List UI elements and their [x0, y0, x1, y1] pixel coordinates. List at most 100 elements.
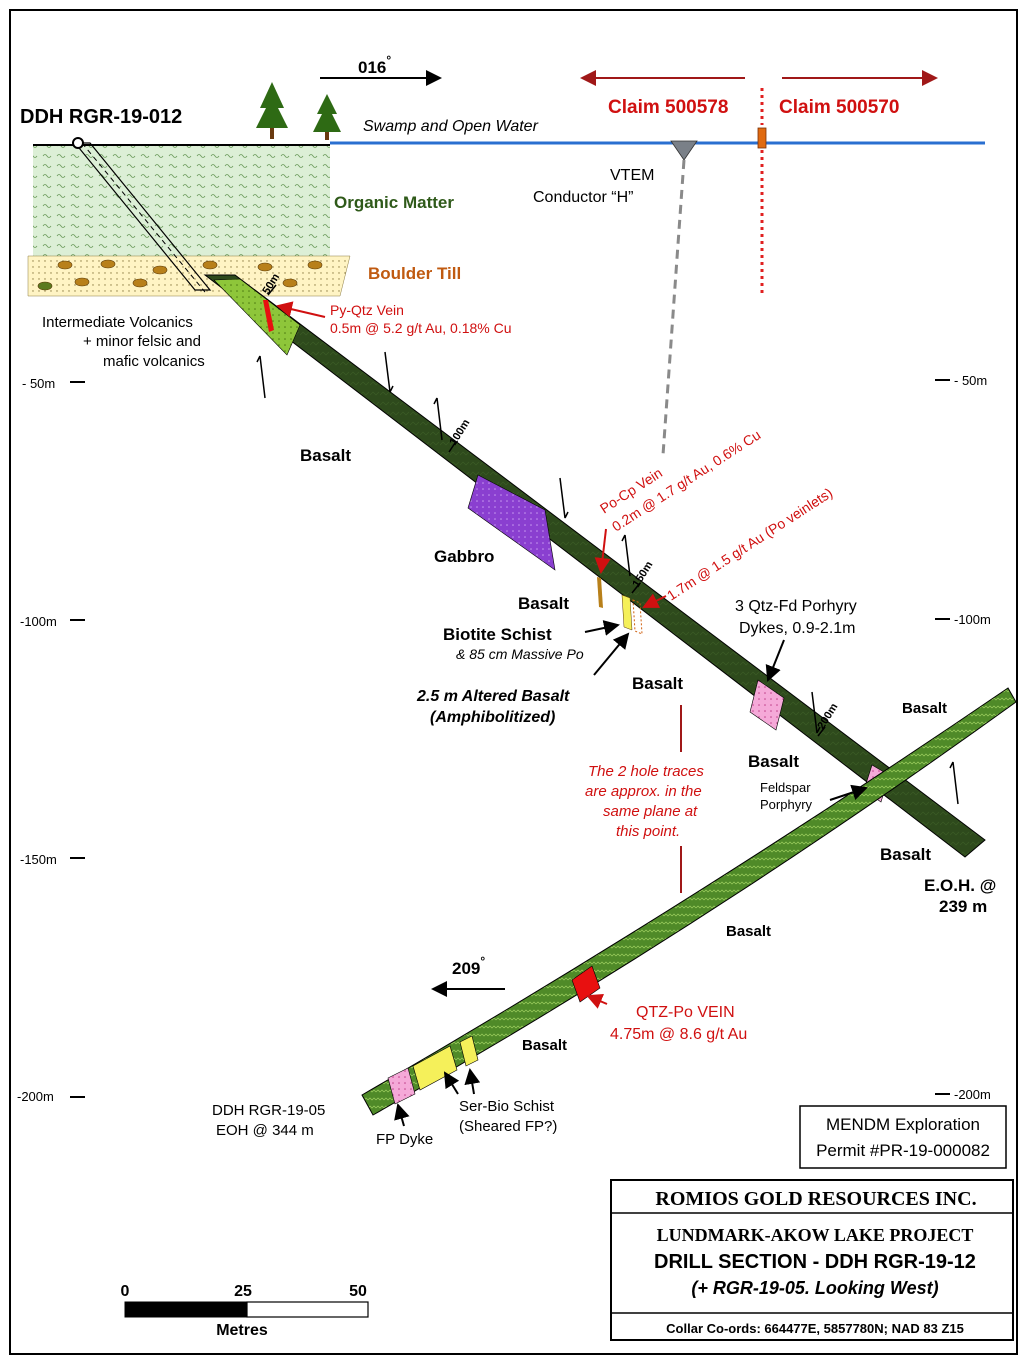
section-subtitle: (+ RGR-19-05. Looking West): [691, 1278, 938, 1298]
ser-bio-schist-segment: [459, 1035, 479, 1067]
ser-bio-schist-segment: [412, 1045, 458, 1091]
hole-name-label: DDH RGR-19-012: [20, 106, 182, 128]
rgr05-name-label: DDH RGR-19-05: [212, 1102, 325, 1119]
altered-callout-arrow: [593, 632, 630, 676]
rgr05-eoh-label: EOH @ 344 m: [216, 1122, 314, 1139]
scale-tick-50: 50: [349, 1283, 367, 1300]
depth-label-left: - 50m: [22, 376, 55, 391]
azimuth-016-label: 016°: [358, 53, 391, 77]
depth-label-right: -200m: [954, 1087, 991, 1102]
qtz-po-vein-label: QTZ-Po VEIN: [636, 1004, 735, 1021]
qtz-po-assay-label: 4.75m @ 8.6 g/t Au: [610, 1026, 747, 1043]
collar-marker: [72, 137, 84, 149]
depth-label-left: -200m: [17, 1089, 54, 1104]
dykes-label: 3 Qtz-Fd Porhyry: [735, 598, 857, 615]
shear-symbols: [256, 351, 959, 805]
organic-matter-label: Organic Matter: [334, 193, 454, 212]
gabbro-label: Gabbro: [434, 547, 494, 566]
intermediate-volcanics-label: Intermediate Volcanics: [42, 314, 193, 331]
vtem-projection-line: [661, 159, 686, 456]
fp-dyke-segment: [387, 1067, 416, 1105]
pocp-callout-arrow: [594, 528, 611, 574]
basalt-label: Basalt: [632, 674, 683, 693]
eoh-label: 239 m: [939, 897, 987, 916]
claim-right-label: Claim 500570: [779, 97, 899, 118]
altered-basalt-label: (Amphibolitized): [430, 709, 555, 726]
permit-box: MENDM Exploration Permit #PR-19-000082: [799, 1105, 1007, 1169]
altered-basalt-segment: [632, 599, 643, 635]
py-qtz-vein-segment: [263, 300, 274, 332]
qtzpo-callout-arrow: [586, 994, 608, 1009]
ser-bio-schist-label: (Sheared FP?): [459, 1118, 557, 1135]
depth-label-left: -100m: [20, 614, 57, 629]
tree-icon: [313, 94, 341, 140]
gabbro-segment: [467, 474, 556, 571]
boulder-till-label: Boulder Till: [368, 264, 461, 283]
tree-icon: [256, 82, 288, 139]
depth-ticks: [70, 379, 950, 1098]
permit-label: MENDM Exploration: [826, 1115, 980, 1134]
company-name: ROMIOS GOLD RESOURCES INC.: [655, 1188, 976, 1210]
intermediate-volcanics-label: mafic volcanics: [103, 353, 205, 370]
vtem-conductor-label: Conductor “H”: [533, 189, 633, 206]
scale-tick-0: 0: [121, 1283, 130, 1300]
title-block: ROMIOS GOLD RESOURCES INC. LUNDMARK-AKOW…: [610, 1179, 1014, 1341]
vtem-conductor-marker: [670, 140, 698, 161]
overburden: [27, 146, 351, 297]
hole-depth-ticks: [267, 284, 826, 737]
scale-unit-label: Metres: [216, 1322, 268, 1339]
pyqtz-callout-arrow: [276, 301, 326, 318]
altered-basalt-label: 2.5 m Altered Basalt: [416, 688, 570, 705]
pyqtz-assay-label: 0.5m @ 5.2 g/t Au, 0.18% Cu: [330, 320, 512, 336]
permit-number: Permit #PR-19-000082: [816, 1141, 990, 1160]
basalt-label: Basalt: [726, 923, 771, 940]
swamp-label: Swamp and Open Water: [363, 118, 539, 135]
claim-post-marker: [757, 127, 767, 149]
feldspar-porphyry-label: Porphyry: [760, 797, 813, 812]
intermediate-volcanics-segment: [213, 278, 301, 356]
po-cp-vein-segment: [597, 577, 603, 608]
fp-dyke-label: FP Dyke: [376, 1131, 433, 1148]
feldspar-callout-arrow: [829, 784, 868, 801]
organic-matter-layer: [33, 146, 330, 256]
basalt-label: Basalt: [518, 594, 569, 613]
project-name: LUNDMARK-AKOW LAKE PROJECT: [657, 1225, 974, 1245]
basalt-label: Basalt: [902, 700, 947, 717]
depth-label-right: -100m: [954, 612, 991, 627]
serbio-callout-arrow: [443, 1071, 460, 1095]
eoh-label: E.O.H. @: [924, 876, 996, 895]
depth-label-right: - 50m: [954, 373, 987, 388]
basalt-label: Basalt: [748, 752, 799, 771]
dykes-label: Dykes, 0.9-2.1m: [739, 620, 855, 637]
porphyry-dyke-segment: [749, 679, 785, 731]
azimuth-209-label: 209°: [452, 954, 485, 978]
pyqtz-vein-label: Py-Qtz Vein: [330, 302, 404, 318]
scale-bar: 0 25 50 Metres: [121, 1283, 369, 1339]
scale-tick-25: 25: [234, 1283, 252, 1300]
intermediate-volcanics-label: + minor felsic and: [83, 333, 201, 350]
fp-dyke-callout-arrow: [394, 1103, 410, 1127]
qtz-po-vein-segment: [571, 965, 601, 1003]
claim-left-label: Claim 500578: [608, 97, 728, 118]
serbio-callout-arrow: [464, 1068, 481, 1095]
biotite-schist-segment: [621, 594, 633, 631]
plane-note-label: The 2 hole traces: [588, 763, 704, 780]
vtem-label: VTEM: [610, 167, 654, 184]
biotite-callout-arrow: [584, 620, 620, 636]
collar-coords: Collar Co-ords: 664477E, 5857780N; NAD 8…: [666, 1321, 964, 1336]
po-veinlets-callout-arrow: [642, 593, 667, 608]
plane-note-label: are approx. in the: [585, 783, 702, 800]
section-title: DRILL SECTION - DDH RGR-19-12: [654, 1251, 976, 1273]
basalt-label: Basalt: [880, 845, 931, 864]
plane-note-label: this point.: [616, 823, 680, 840]
depth-label-left: -150m: [20, 852, 57, 867]
boulder-till-layer: [27, 255, 351, 297]
feldspar-porphyry-label: Feldspar: [760, 780, 811, 795]
dykes-callout-arrow: [765, 639, 785, 682]
basalt-label: Basalt: [300, 446, 351, 465]
ser-bio-schist-label: Ser-Bio Schist: [459, 1098, 555, 1115]
hole-trace-overburden: [73, 142, 212, 291]
biotite-schist-label: & 85 cm Massive Po: [456, 646, 584, 662]
plane-note-label: same plane at: [603, 803, 698, 820]
